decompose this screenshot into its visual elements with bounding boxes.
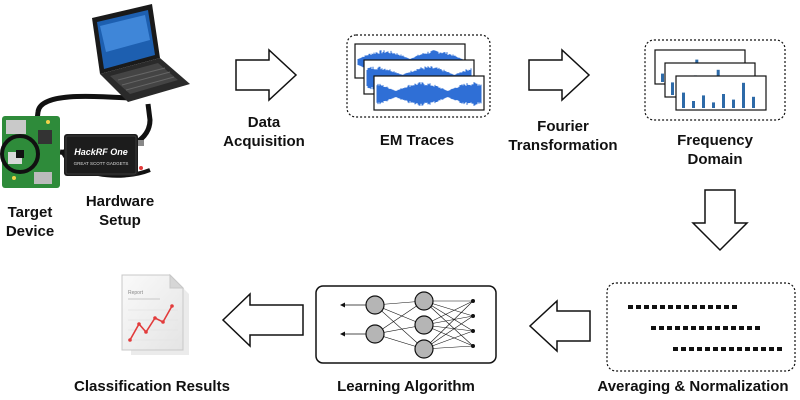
spectrum-bar [712, 102, 715, 108]
spectrum-bar [742, 82, 745, 108]
em-traces-panel [346, 34, 491, 118]
arrow-to-frequency [528, 48, 591, 102]
report-trend-line [129, 305, 173, 341]
em-traces-plot [354, 43, 485, 111]
nn-output-dot [471, 329, 475, 333]
frequency-plot [654, 49, 767, 111]
classification-results-label: Classification Results [74, 378, 230, 395]
laptop-icon [92, 4, 190, 102]
spectrum-bar [671, 82, 674, 95]
usb-cable [33, 93, 129, 129]
nn-node [365, 295, 385, 315]
averaging-normalization-label: Averaging & Normalization [597, 378, 789, 395]
nn-output-dot [471, 299, 475, 303]
nn-output-dot [471, 314, 475, 318]
em-traces-label: EM Traces [379, 132, 455, 149]
spectrum-bar [732, 99, 735, 108]
arrow-to-averaging [691, 189, 749, 252]
learning-algorithm-panel [315, 285, 497, 364]
hackrf-brand-text: HackRF One [74, 147, 128, 157]
hardware-setup-illustration: HackRF One GREAT SCOTT GADGETS [0, 4, 190, 188]
nn-node [414, 315, 434, 335]
frequency-domain-panel [644, 39, 786, 121]
nn-node [414, 339, 434, 359]
arrow-to-classification [221, 292, 304, 348]
target-board-icon [0, 116, 60, 188]
em-probe-loop [0, 134, 40, 174]
neural-network-icon [340, 291, 475, 359]
classification-report-icon: Report [121, 273, 189, 355]
spectrum-bar [692, 101, 695, 108]
arrow-to-learning [528, 299, 591, 353]
nn-output-dot [471, 344, 475, 348]
report-title-text: Report [128, 290, 144, 296]
nn-node [414, 291, 434, 311]
arrow-to-em-traces [235, 48, 298, 102]
spectrum-window-3 [675, 75, 767, 111]
spectrum-bar [661, 73, 664, 82]
trace-waveform-3 [376, 82, 482, 106]
learning-box [315, 285, 497, 364]
hackrf-device-icon: HackRF One GREAT SCOTT GADGETS [64, 134, 144, 176]
spectrum-bar [682, 92, 685, 108]
nn-node [365, 324, 385, 344]
learning-algorithm-label: Learning Algorithm [337, 378, 475, 395]
spectrum-bar [702, 95, 705, 108]
spectrum-bar [752, 96, 755, 108]
averaging-panel [606, 282, 796, 372]
spectrum-bar [722, 94, 725, 108]
hackrf-maker-text: GREAT SCOTT GADGETS [74, 161, 129, 166]
